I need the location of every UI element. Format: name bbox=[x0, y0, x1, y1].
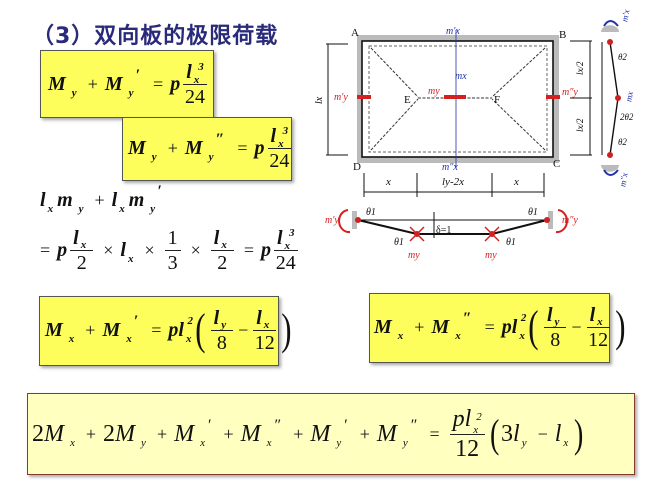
svg-text:θ1: θ1 bbox=[528, 207, 538, 218]
svg-text:lx/2: lx/2 bbox=[575, 61, 585, 75]
svg-text:θ2: θ2 bbox=[618, 52, 627, 62]
svg-text:m″x: m″x bbox=[617, 172, 629, 188]
equation-box-final bbox=[27, 393, 635, 475]
corner-a: A bbox=[351, 27, 359, 39]
svg-text:lx: lx bbox=[314, 96, 325, 104]
svg-text:2θ2: 2θ2 bbox=[620, 112, 634, 122]
svg-text:mx: mx bbox=[455, 71, 467, 82]
svg-text:m′y: m′y bbox=[334, 92, 348, 103]
equation-box-5 bbox=[369, 293, 610, 363]
svg-text:mx: mx bbox=[623, 91, 635, 103]
equation-box-2 bbox=[122, 117, 292, 181]
corner-b: B bbox=[559, 29, 566, 41]
svg-text:ly-2x: ly-2x bbox=[442, 176, 464, 188]
svg-text:my: my bbox=[485, 250, 497, 261]
svg-text:m″y: m″y bbox=[562, 87, 578, 98]
svg-text:m″x: m″x bbox=[442, 162, 458, 173]
svg-text:θ2: θ2 bbox=[618, 137, 627, 147]
svg-text:m′x: m′x bbox=[446, 26, 460, 37]
svg-text:m″y: m″y bbox=[562, 215, 578, 226]
svg-text:my: my bbox=[408, 250, 420, 261]
point-e: E bbox=[404, 94, 411, 106]
corner-c: C bbox=[553, 158, 560, 170]
svg-text:lx/2: lx/2 bbox=[575, 118, 585, 132]
equation-box-4 bbox=[39, 296, 279, 366]
yield-line-diagram: A B C D E F m′x mx m″x m′y my m″y lx lx/… bbox=[314, 9, 635, 261]
corner-d: D bbox=[353, 161, 361, 173]
svg-text:x: x bbox=[513, 176, 519, 188]
svg-text:m′x: m′x bbox=[619, 9, 631, 23]
svg-text:my: my bbox=[428, 86, 440, 97]
svg-text:x: x bbox=[385, 176, 391, 188]
svg-text:θ1: θ1 bbox=[366, 207, 376, 218]
slide-title: （3）双向板的极限荷载 bbox=[32, 24, 279, 49]
svg-text:θ1: θ1 bbox=[394, 237, 404, 248]
svg-text:m′y: m′y bbox=[325, 215, 339, 226]
svg-text:δ=1: δ=1 bbox=[436, 225, 451, 236]
svg-text:θ1: θ1 bbox=[506, 237, 516, 248]
point-f: F bbox=[494, 94, 500, 106]
